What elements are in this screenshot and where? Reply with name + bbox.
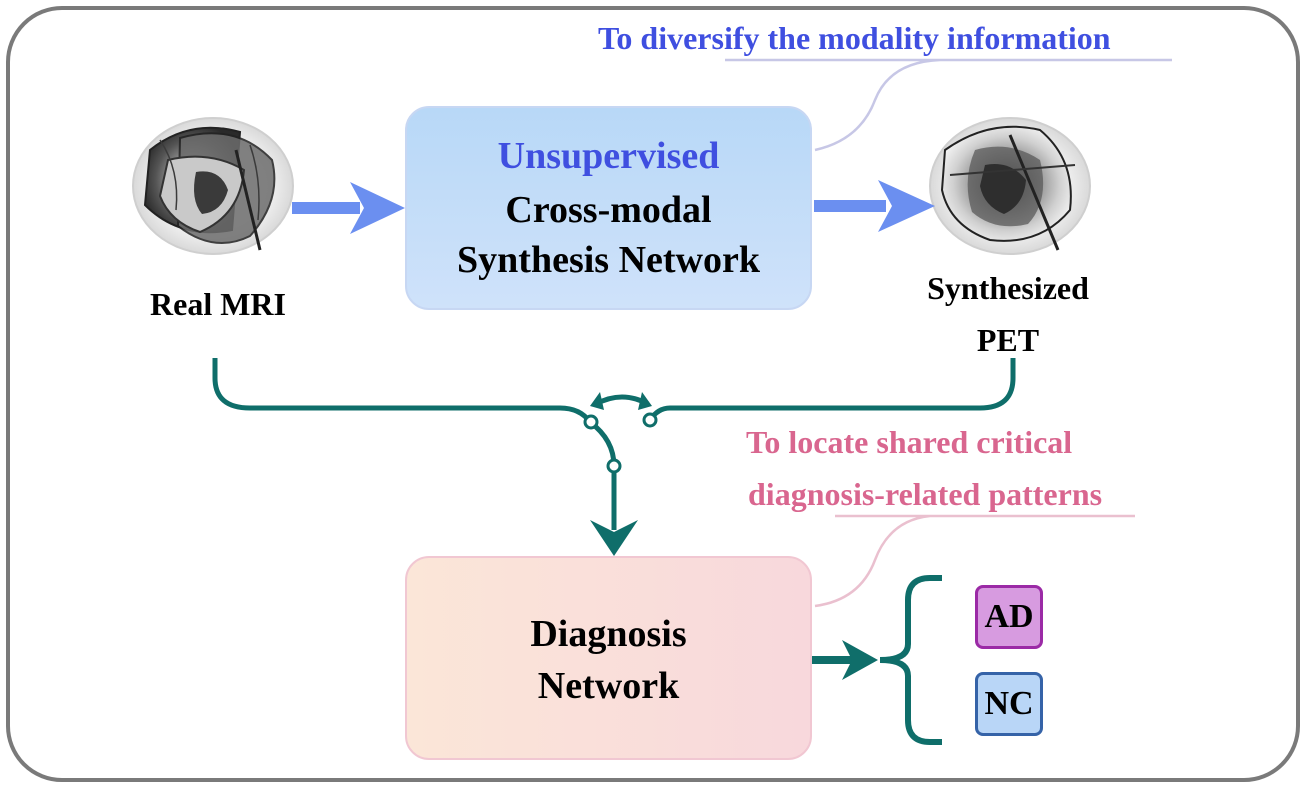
pet-brain-icon: [929, 117, 1091, 255]
real-mri-label: Real MRI: [150, 286, 286, 322]
diagnosis-network-box: [405, 556, 812, 760]
output-ad-box: AD: [975, 585, 1043, 649]
modality-note-leader: [725, 58, 1172, 152]
output-nc-box: NC: [975, 672, 1043, 736]
modality-note: To diversify the modality information: [598, 20, 1111, 56]
diagnosis-box-line1: Diagnosis: [530, 613, 687, 655]
locate-note-line1: To locate shared critical: [746, 424, 1073, 460]
diagnosis-box-line2: Network: [537, 665, 680, 707]
switch-arrowhead-left: [590, 392, 604, 410]
switch-node-right: [642, 412, 658, 428]
locate-note-leader: [814, 514, 1135, 608]
synthesized-pet-label-line2: PET: [976, 322, 1040, 358]
switch-arrowhead-right: [638, 392, 652, 410]
synthesized-pet-label-line1: Synthesized: [927, 270, 1089, 306]
switch-node-bottom: [606, 458, 622, 474]
synthesis-box-line1: Unsupervised: [497, 135, 720, 177]
synthesis-network-box: [405, 106, 812, 310]
arrow-mri-to-synthesis: [292, 182, 405, 234]
synthesis-box-line2: Cross-modal: [505, 189, 712, 231]
arrow-to-diagnosis-head: [590, 520, 638, 556]
arrow-diagnosis-to-output: [812, 640, 878, 680]
mri-brain-icon: [132, 117, 294, 255]
arrow-synthesis-to-pet: [814, 180, 935, 232]
switch-node-left: [583, 414, 599, 430]
output-brace: [879, 575, 942, 745]
locate-note-line2: diagnosis-related patterns: [748, 476, 1103, 512]
synthesis-box-line3: Synthesis Network: [457, 239, 760, 281]
